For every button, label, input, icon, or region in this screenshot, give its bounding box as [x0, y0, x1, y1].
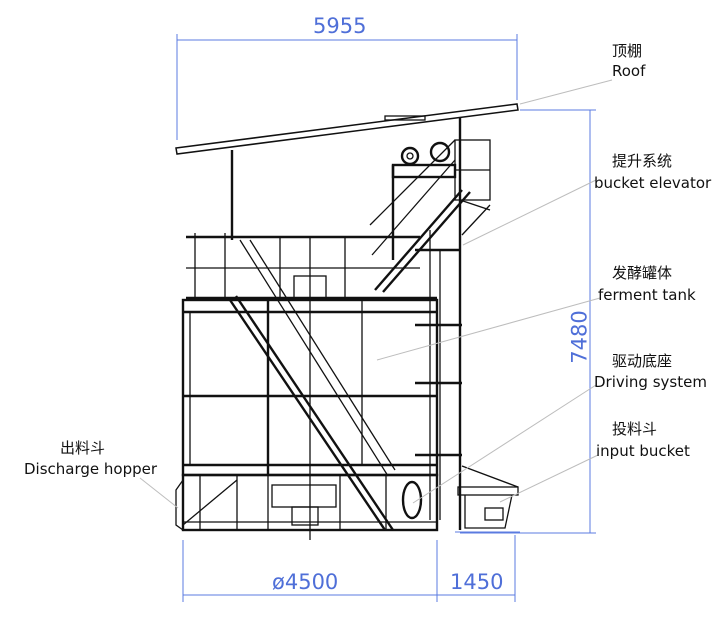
driving-system-label-zh: 驱动底座 [612, 352, 673, 370]
bucket-elevator-label-en: bucket elevator [594, 174, 712, 192]
input-bucket-width-dimension: 1450 [450, 570, 504, 594]
top-railing [186, 233, 437, 300]
bucket-elevator [391, 139, 491, 530]
input-bucket [455, 465, 520, 533]
base-frame [175, 473, 439, 532]
leader-lines [139, 79, 613, 509]
drive-motor [271, 484, 337, 508]
roof-label-zh: 顶棚 [612, 42, 643, 60]
ferment-tank-label-en: ferment tank [598, 286, 696, 304]
drive-wheel [401, 480, 423, 520]
overall-height-dimension: 7480 [567, 310, 592, 364]
discharge-hopper-label-zh: 出料斗 [60, 439, 106, 457]
bucket-elevator-label-zh: 提升系统 [612, 152, 673, 170]
stairs [229, 139, 471, 531]
ferment-tank [181, 298, 439, 540]
overall-width-dimension: 5955 [313, 14, 367, 38]
dimension-lines [176, 34, 596, 602]
driving-system-label-en: Driving system [594, 373, 707, 391]
roof-label-en: Roof [612, 62, 646, 80]
discharge-hopper-label-en: Discharge hopper [24, 460, 158, 478]
roof [175, 103, 519, 240]
ferment-tank-label-zh: 发酵罐体 [612, 264, 673, 282]
input-bucket-label-en: input bucket [596, 442, 690, 460]
input-bucket-label-zh: 投料斗 [612, 420, 658, 438]
tank-diameter-dimension: ø4500 [272, 570, 339, 594]
